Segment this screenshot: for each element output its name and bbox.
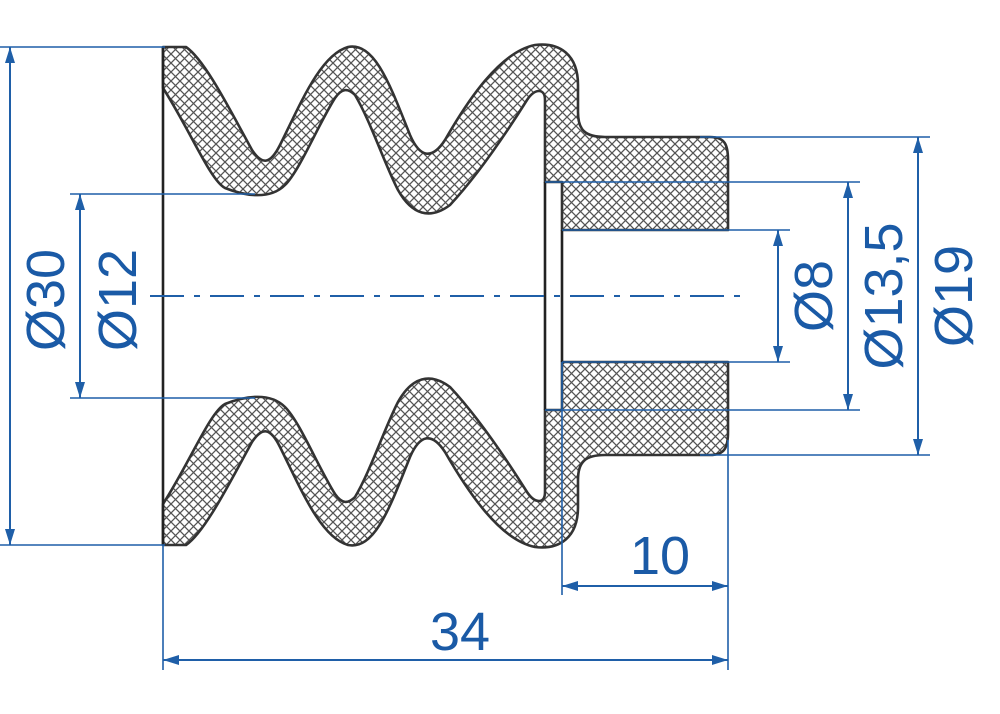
dim-total-length: 34 xyxy=(162,545,728,670)
lower-bellows-wall xyxy=(161,360,730,549)
dim-outer-diameter-label: Ø30 xyxy=(16,249,76,351)
dim-neck-outer: Ø19 xyxy=(700,136,984,456)
upper-bellows-wall xyxy=(161,43,730,232)
dim-neck-outer-label: Ø19 xyxy=(924,245,984,347)
dim-inner-bore-label: Ø12 xyxy=(88,249,148,351)
dim-small-bore: Ø8 xyxy=(562,229,844,363)
dim-small-bore-label: Ø8 xyxy=(784,260,844,332)
dim-inner-bore: Ø12 xyxy=(70,193,255,399)
dim-neck-inner: Ø13,5 xyxy=(545,181,914,411)
dim-total-length-label: 34 xyxy=(430,602,490,662)
dim-neck-length-label: 10 xyxy=(630,526,690,586)
dim-neck-length: 10 xyxy=(561,362,729,670)
dim-neck-inner-label: Ø13,5 xyxy=(854,222,914,369)
dim-outer-diameter: Ø30 xyxy=(0,46,165,546)
